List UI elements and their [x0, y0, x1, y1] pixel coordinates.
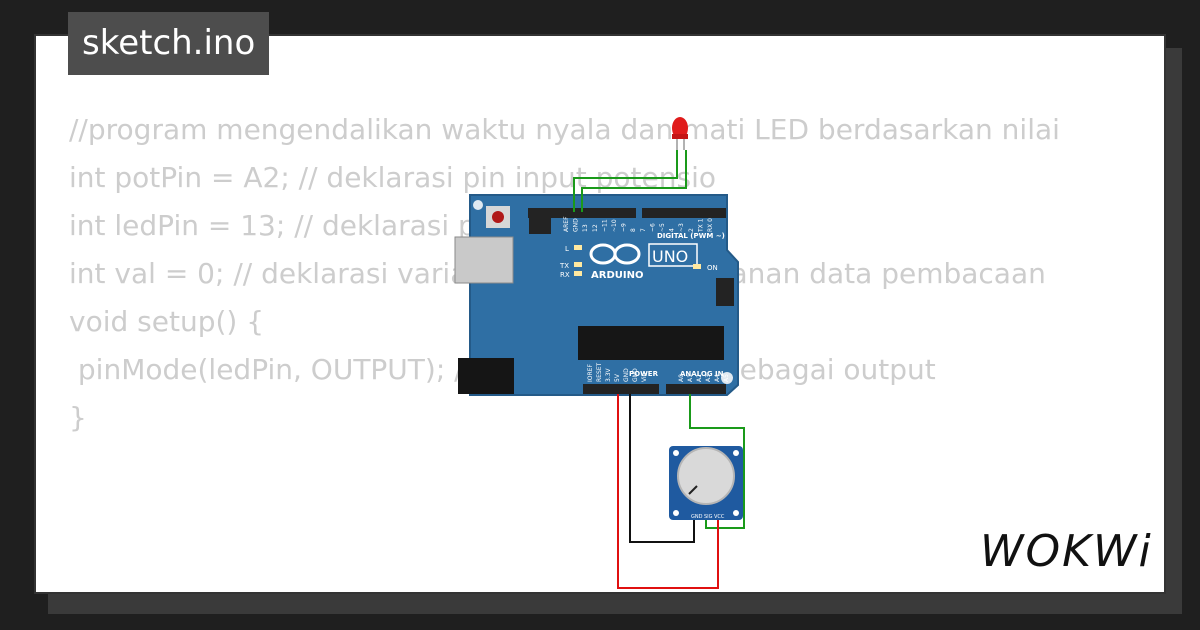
wokwi-logo: WOKWi	[980, 526, 1153, 577]
digital-pin-label: ~3	[678, 223, 685, 232]
wire-pot-vcc[interactable]	[617, 394, 719, 589]
icsp-header-2	[716, 278, 734, 306]
board-model-label: UNO	[652, 247, 688, 266]
digital-pin-label: TX 1	[697, 218, 704, 233]
code-line: //program mengendalikan waktu nyala dan …	[69, 113, 1060, 146]
rx-led-label: RX	[560, 271, 570, 279]
digital-pin-label: AREF	[563, 216, 570, 232]
file-tab[interactable]: sketch.ino	[68, 12, 270, 75]
digital-pin-label: ~6	[649, 223, 656, 232]
on-label: ON	[707, 264, 718, 272]
l-led-label: L	[565, 245, 569, 253]
analog-label: ANALOG IN	[680, 370, 724, 378]
power-pin-label: GND	[623, 368, 630, 382]
analog-pin-label: A4	[714, 374, 721, 382]
digital-pin-label: 4	[669, 228, 676, 232]
digital-pin-label: 13	[582, 224, 589, 232]
power-pin-label: IOREF	[587, 364, 594, 382]
wire-pot-gnd[interactable]	[629, 394, 695, 543]
pot-pin-gnd: GND	[691, 514, 703, 520]
wire-pot-signal[interactable]	[689, 394, 745, 529]
icsp-header-1	[529, 218, 551, 234]
svg-text:ARDUINO: ARDUINO	[591, 270, 643, 281]
power-label: POWER	[629, 370, 659, 378]
pot-pin-vcc: VCC	[714, 514, 725, 520]
digital-pin-label: 8	[630, 228, 637, 232]
arduino-uno-board[interactable]: ARDUINO UNO DIGITAL (PWM ~) POWER ANALOG…	[454, 194, 739, 396]
digital-pin-label: ~5	[659, 223, 666, 232]
digital-pin-label: 12	[592, 224, 599, 232]
power-pin-label: GND	[632, 368, 639, 382]
atmega-chip	[578, 326, 724, 360]
power-header	[583, 384, 659, 394]
on-led	[693, 264, 701, 269]
pot-pin-sig: SIG	[704, 514, 713, 520]
analog-pin-label: A0	[678, 374, 685, 382]
code-line: void setup() {	[69, 305, 265, 338]
red-led[interactable]	[672, 117, 688, 150]
arduino-logo: ARDUINO	[589, 243, 643, 281]
wire-led-pin13[interactable]	[581, 150, 687, 212]
potentiometer-knob[interactable]	[677, 447, 735, 505]
tx-led-label: TX	[559, 262, 569, 270]
digital-pin-label: ~9	[621, 223, 628, 232]
power-pin-label: 5V	[614, 373, 621, 382]
power-pin-label: 3.3V	[605, 367, 612, 382]
digital-pin-label: ~11	[601, 219, 608, 232]
digital-pin-label: RX 0	[707, 218, 714, 232]
digital-pin-label: ~10	[611, 219, 618, 232]
digital-pin-label: 2	[688, 228, 695, 232]
reset-button-cap[interactable]	[492, 211, 504, 223]
digital-pin-label: 7	[640, 228, 647, 232]
wire-led-gnd[interactable]	[573, 150, 678, 212]
digital-pin-label: GND	[573, 218, 580, 232]
power-pin-label: RESET	[596, 362, 603, 382]
power-pin-label: Vin	[641, 372, 648, 382]
code-line: }	[69, 401, 87, 434]
digital-header-left	[528, 208, 636, 218]
digital-header-right	[642, 208, 726, 218]
analog-pin-label: A3	[705, 374, 712, 382]
analog-header	[666, 384, 726, 394]
analog-pin-label: A1	[687, 374, 694, 382]
potentiometer[interactable]: GND SIG VCC	[669, 446, 743, 520]
usb-port	[454, 236, 514, 284]
analog-pin-label: A5	[723, 374, 730, 382]
analog-pin-label: A2	[696, 374, 703, 382]
digital-label: DIGITAL (PWM ~)	[657, 232, 725, 240]
power-jack	[458, 358, 514, 394]
